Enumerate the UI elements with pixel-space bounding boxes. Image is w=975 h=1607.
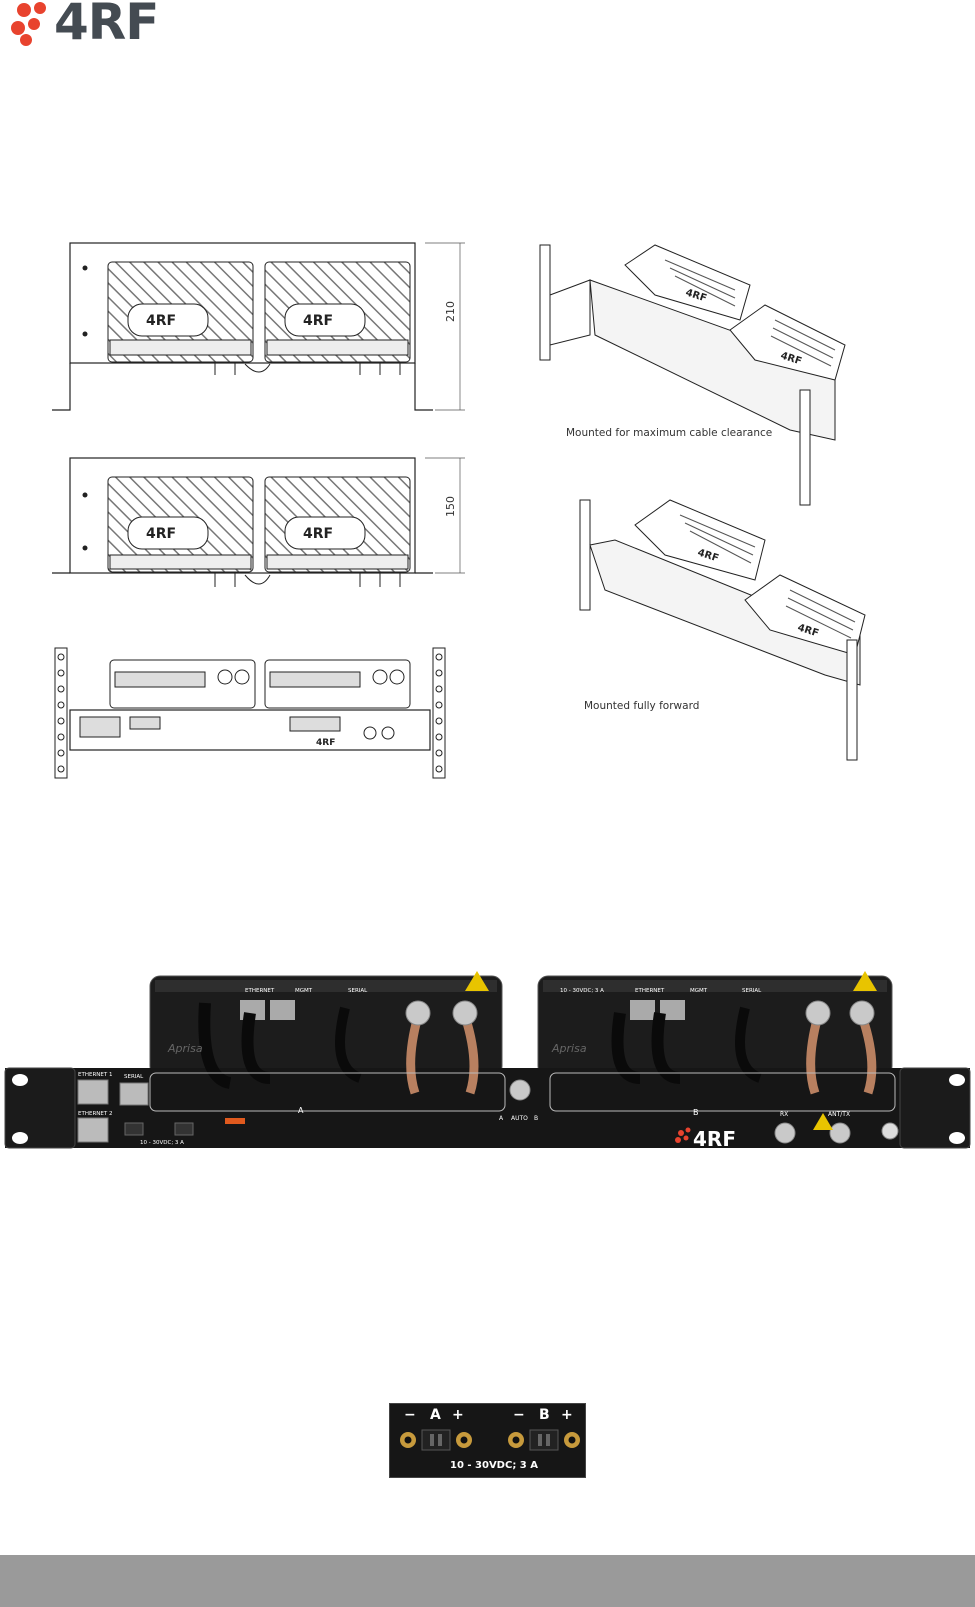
- label-mgmt-b: MGMT: [690, 988, 708, 994]
- label-rx: RX: [780, 1111, 788, 1118]
- label-switch-b: B: [534, 1115, 538, 1122]
- connector-a-plus: +: [452, 1407, 464, 1423]
- radio-brand-b: Aprisa: [551, 1042, 587, 1055]
- dimension-210: 210: [444, 301, 457, 322]
- label-mgmt-a: MGMT: [295, 988, 313, 994]
- connector-a-minus: −: [404, 1407, 416, 1423]
- panel-logo-2: 4RF: [303, 313, 333, 329]
- isometric-fully-forward-drawing: 4RF 4RF: [575, 495, 885, 765]
- radio-brand-a: Aprisa: [167, 1042, 203, 1055]
- logo-text: 4RF: [54, 0, 158, 50]
- label-radio-ethernet-b: ETHERNET: [635, 988, 665, 994]
- front-view-drawing-150: 4RF 4RF 150: [50, 455, 480, 605]
- label-power-radio-b: 10 - 30VDC; 3 A: [560, 988, 604, 994]
- isometric-max-clearance-drawing: 4RF 4RF: [535, 240, 865, 510]
- label-serial-b: SERIAL: [742, 988, 762, 994]
- panel-logo-4: 4RF: [303, 526, 333, 542]
- connector-b-minus: −: [513, 1407, 525, 1423]
- page-footer-bar: [0, 1555, 975, 1607]
- connector-rating: 10 - 30VDC; 3 A: [450, 1460, 538, 1471]
- logo-dots-icon: [10, 0, 54, 48]
- label-switch-auto: AUTO: [511, 1115, 528, 1122]
- label-ethernet2: ETHERNET 2: [78, 1111, 112, 1117]
- terminal-block-icon: [390, 1424, 585, 1456]
- dimension-150: 150: [444, 496, 457, 517]
- panel-logo-3: 4RF: [146, 526, 176, 542]
- rack-front-drawing: 4RF: [50, 645, 450, 785]
- rack-unit-photo: ETHERNET 1 ETHERNET 2 SERIAL 10 - 30VDC;…: [0, 968, 975, 1158]
- label-channel-b: B: [693, 1108, 699, 1117]
- rack-brand: 4RF: [693, 1127, 736, 1151]
- rack-panel-logo: 4RF: [316, 738, 335, 748]
- connector-b-label: B: [539, 1407, 550, 1423]
- panel-logo-1: 4RF: [146, 313, 176, 329]
- brand-logo: 4RF: [10, 0, 185, 48]
- label-power-rack: 10 - 30VDC; 3 A: [140, 1140, 184, 1146]
- connector-a-label: A: [430, 1407, 441, 1423]
- connector-b-plus: +: [561, 1407, 573, 1423]
- label-serial-a: SERIAL: [348, 988, 368, 994]
- label-ant-tx: ANT/TX: [828, 1111, 850, 1118]
- caption-fully-forward: Mounted fully forward: [584, 700, 699, 712]
- label-ethernet1: ETHERNET 1: [78, 1072, 112, 1078]
- label-serial: SERIAL: [124, 1074, 144, 1080]
- label-radio-ethernet-a: ETHERNET: [245, 988, 275, 994]
- caption-max-clearance: Mounted for maximum cable clearance: [566, 427, 772, 439]
- front-view-drawing-210: 4RF 4RF 210: [50, 240, 480, 420]
- power-connector-closeup: − A + − B + 10 - 30VDC; 3 A: [389, 1403, 586, 1478]
- label-channel-a: A: [298, 1106, 304, 1115]
